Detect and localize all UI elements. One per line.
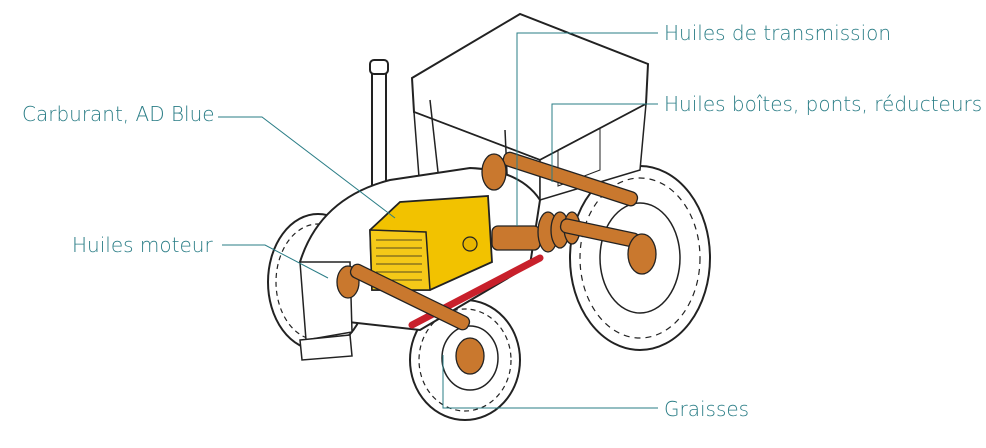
label-graisses: Graisses [664,397,750,421]
leader-lines [218,32,658,409]
exhaust-stack [369,59,389,219]
leader-transmission [516,32,658,226]
leader-boites [551,103,658,182]
engine-block [369,195,493,291]
label-huiles-boites: Huiles boîtes, ponts, réducteurs [664,92,983,116]
label-huiles-moteur: Huiles moteur [72,233,213,257]
leader-carburant [218,116,396,219]
label-huiles-transmission: Huiles de transmission [664,21,892,45]
leader-graisses [442,355,658,409]
leader-huiles-moteur [222,244,329,279]
label-carburant: Carburant, AD Blue [22,102,215,126]
transmission-assembly [481,151,657,275]
front-axle [336,263,485,375]
